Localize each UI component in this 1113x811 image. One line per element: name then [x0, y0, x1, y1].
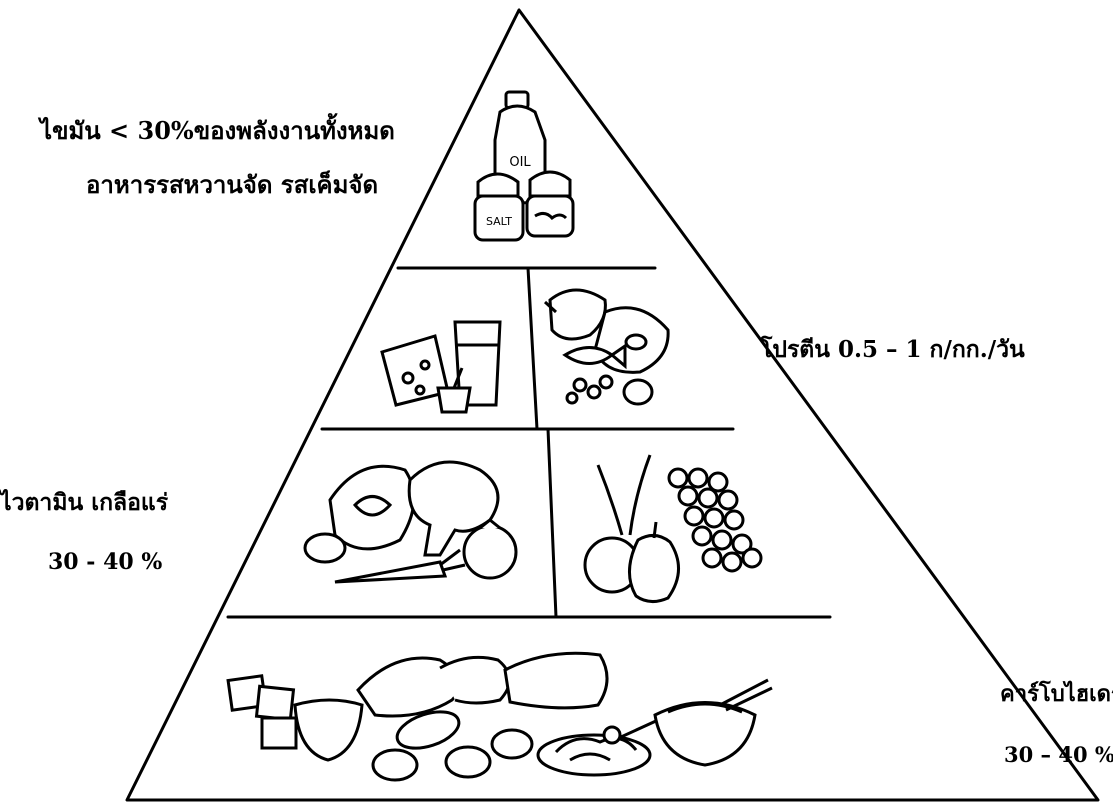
- bread-icon: [358, 653, 607, 716]
- vitamin-label-line1: ไวตามิน เกลือแร่: [0, 491, 168, 514]
- cereal-bowl-icon: [295, 700, 362, 760]
- divider-vitamin: [548, 429, 556, 617]
- chicken-icon: [545, 290, 605, 339]
- egg-icon: [624, 380, 652, 404]
- carb-label-line1: คาร์โบไฮเดรท: [1000, 683, 1113, 705]
- protein-label: โปรตีน 0.5 – 1 ก/กก./วัน: [760, 338, 1025, 361]
- grapes-icon: [669, 469, 761, 571]
- leek-icon: [598, 455, 650, 535]
- vegetables-illustration: [305, 462, 516, 582]
- ham-icon: [595, 308, 668, 373]
- meat-illustration: [545, 290, 668, 404]
- divider-protein: [528, 268, 537, 429]
- apple-icon: [629, 522, 678, 602]
- fat-tier-illustration: OIL SALT: [475, 92, 573, 240]
- fat-label-line2: อาหารรสหวานจัด รสเค็มจัด: [86, 173, 378, 197]
- potato-icon: [305, 534, 345, 562]
- salt-shaker-icon: SALT: [475, 174, 523, 240]
- rice-bowl-icon: [655, 680, 772, 765]
- carrot-icon: [335, 550, 465, 582]
- carb-label-line2: 30 – 40 %: [1004, 744, 1113, 765]
- vitamin-label-line2: 30 - 40 %: [48, 551, 162, 573]
- grains-illustration: [228, 653, 772, 780]
- cabbage-icon: [330, 466, 414, 549]
- beans-icon: [567, 376, 612, 403]
- fat-label-line1: ไขมัน < 30%ของพลังงานทั้งหมด: [40, 119, 395, 143]
- svg-text:SALT: SALT: [486, 215, 512, 228]
- fruits-illustration: [585, 455, 761, 602]
- pasta-plate-icon: [538, 735, 650, 775]
- sugar-shaker-icon: [527, 172, 573, 236]
- dairy-illustration: [382, 322, 500, 412]
- crackers-icon: [228, 676, 296, 748]
- svg-text:OIL: OIL: [509, 155, 531, 170]
